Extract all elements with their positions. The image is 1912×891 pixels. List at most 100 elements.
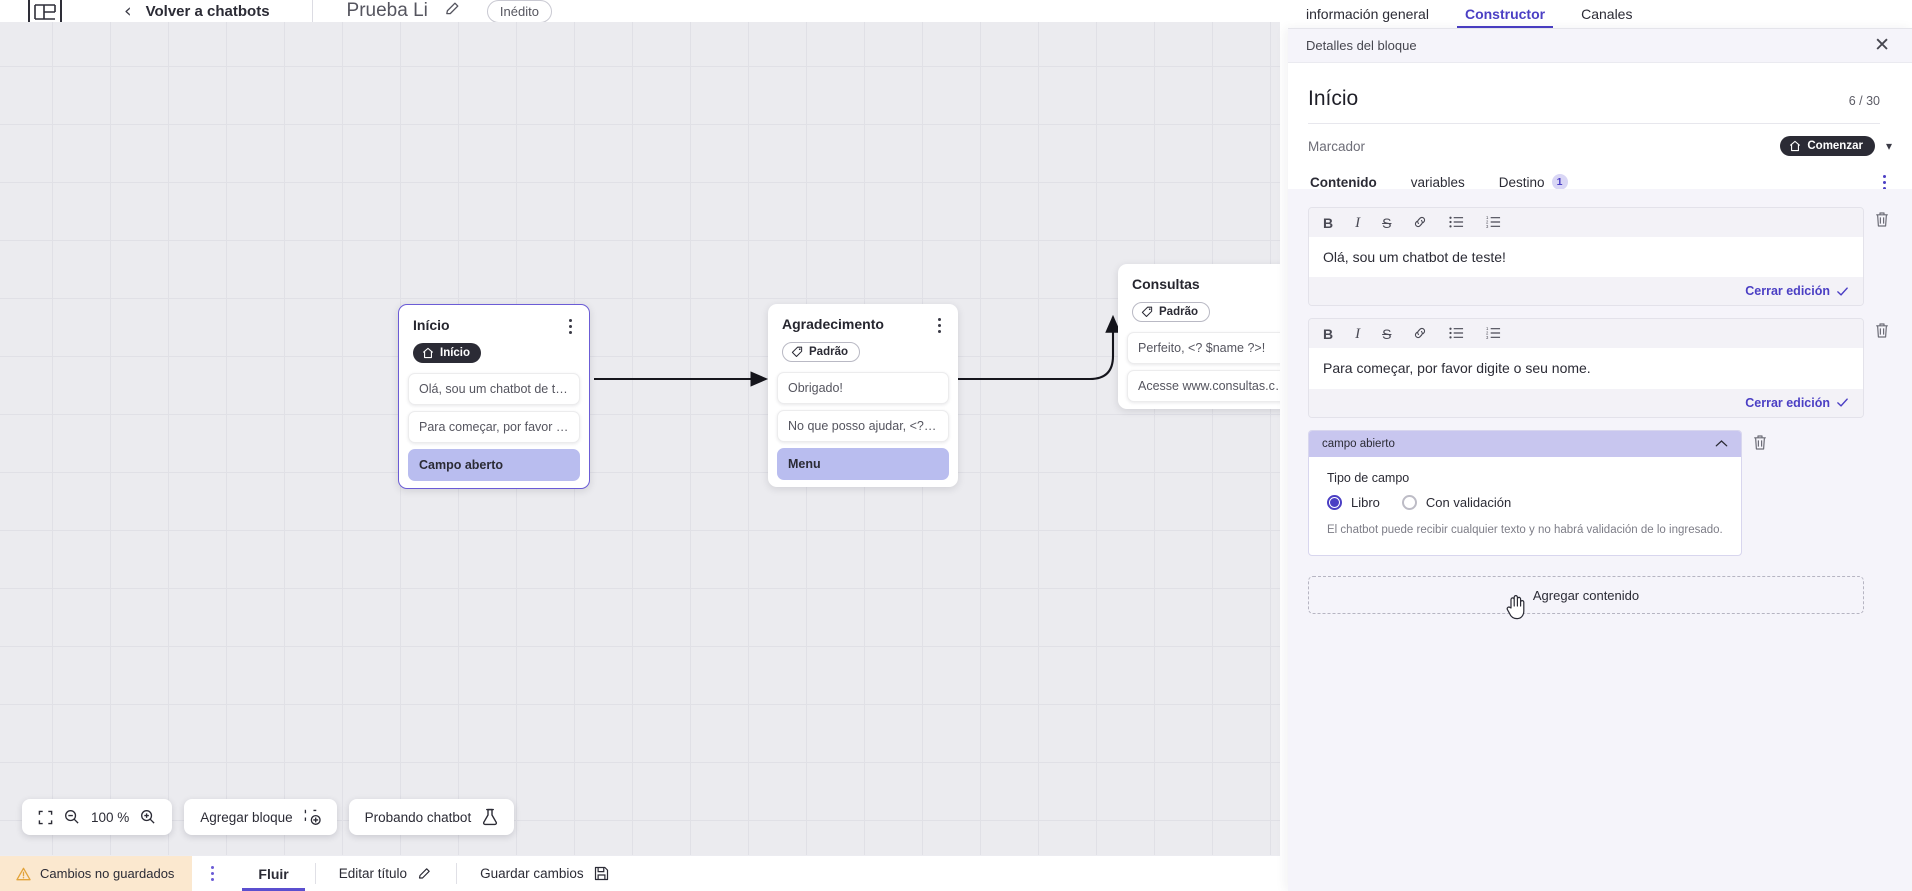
flow-node-agradecimento[interactable]: Agradecimento Padrão Obrigado! No que po… [768,304,958,487]
tab-destino[interactable]: Destino 1 [1497,174,1584,197]
home-icon [422,347,434,359]
editor-text[interactable]: Olá, sou um chatbot de teste! [1309,237,1863,278]
close-edit-button[interactable]: Cerrar edición [1745,284,1849,298]
pointer-hand-cursor [1505,594,1527,623]
node-message[interactable]: No que posso ajudar, <? $name ... [777,410,949,442]
strikethrough-icon[interactable]: S [1382,215,1392,231]
link-icon[interactable] [1413,215,1427,231]
bullet-list-icon[interactable] [1449,326,1464,342]
add-block-button[interactable]: Agregar bloque [184,799,337,835]
test-chatbot-button[interactable]: Probando chatbot [348,799,515,835]
back-chevron-icon[interactable]: ‹ [124,0,132,22]
node-message[interactable]: Obrigado! [777,372,949,404]
tag-icon [1141,306,1153,317]
edit-title-button[interactable]: Editar título [314,856,456,891]
add-block-icon [304,809,321,825]
open-field-card: campo abierto Tipo de campo Libro [1308,429,1742,557]
zoom-controls[interactable]: 100 % [22,799,173,835]
tab-variables-label: variables [1410,175,1465,190]
save-changes-button[interactable]: Guardar cambios [456,856,633,891]
test-chatbot-label: Probando chatbot [364,809,472,825]
close-icon[interactable]: ✕ [1874,34,1890,56]
radio-dot [1401,494,1417,510]
svg-text:1: 1 [1486,326,1489,331]
italic-icon[interactable]: I [1355,214,1361,231]
page-title: Prueba Li [346,0,428,21]
marker-label: Marcador [1308,138,1366,154]
tab-fluir[interactable]: Fluir [232,856,314,891]
block-details-panel: información general Constructor Canales … [1280,0,1912,891]
pencil-icon [418,868,430,879]
node-message[interactable]: Perfeito, <? $name ?>! [1127,332,1299,364]
marker-row: Marcador Comenzar ▾ [1288,124,1912,156]
svg-text:2: 2 [1486,331,1489,336]
node-menu-icon[interactable] [932,316,946,333]
close-edit-label: Cerrar edición [1745,284,1830,299]
radio-libro[interactable]: Libro [1327,494,1380,510]
add-content-button[interactable]: Agregar contenido [1308,576,1864,620]
node-tag-label: Padrão [1159,306,1198,318]
status-badge: Inédito [486,0,552,22]
radio-dot [1327,494,1342,510]
chevron-down-icon[interactable]: ▾ [1885,139,1892,153]
tab-canales[interactable]: Canales [1581,6,1633,22]
zoom-out-icon[interactable] [64,809,80,825]
back-to-chatbots-link[interactable]: Volver a chatbots [145,2,270,20]
node-tag-row: Padrão [1118,293,1308,327]
link-icon[interactable] [1413,326,1427,342]
panel-divider [1308,123,1880,124]
close-edit-button[interactable]: Cerrar edición [1745,396,1849,410]
strikethrough-icon[interactable]: S [1382,326,1392,343]
radio-con-validacion[interactable]: Con validación [1401,494,1511,510]
marker-chip[interactable]: Comenzar [1780,136,1875,156]
node-tag-row: Início [399,334,589,368]
node-menu-icon[interactable] [563,317,577,334]
svg-text:3: 3 [1486,335,1489,340]
open-field-header[interactable]: campo abierto [1309,430,1741,457]
bold-icon[interactable]: B [1323,326,1334,343]
flow-node-inicio[interactable]: Início Início Olá, sou um chatbot de tes… [398,304,590,489]
node-message[interactable]: Acesse www.consultas.com par... [1127,370,1299,402]
block-title: Início [1308,87,1359,110]
marker-control[interactable]: Comenzar ▾ [1780,136,1892,156]
node-message-selected[interactable]: Menu [777,448,949,480]
tab-constructor[interactable]: Constructor [1447,6,1563,28]
save-disk-icon [594,866,608,881]
app-logo[interactable] [28,0,62,22]
check-icon [1837,398,1848,407]
editor-text[interactable]: Para começar, por favor digite o seu nom… [1309,348,1863,389]
node-message-selected[interactable]: Campo aberto [408,449,580,481]
panel-more-icon[interactable] [1883,175,1886,190]
trash-icon[interactable] [1874,318,1890,344]
tab-informacion-general[interactable]: información general [1306,6,1429,22]
node-message[interactable]: Para começar, por favor digite o ... [408,411,580,443]
pencil-icon[interactable] [444,0,461,22]
chevron-up-icon[interactable] [1715,439,1728,448]
bold-icon[interactable]: B [1323,215,1334,231]
tab-variables[interactable]: variables [1409,175,1481,197]
zoom-in-icon[interactable] [140,809,156,825]
zoom-level: 100 % [91,809,130,825]
status-more-icon[interactable] [192,856,232,891]
bullet-list-icon[interactable] [1449,215,1464,231]
flow-node-consultas[interactable]: Consultas Padrão Perfeito, <? $name ?>! … [1118,264,1308,409]
trash-icon[interactable] [1752,430,1768,456]
node-header: Início [399,305,589,334]
node-title: Consultas [1132,276,1200,292]
tag-icon [791,346,803,357]
check-icon [1837,287,1848,296]
trash-icon[interactable] [1874,207,1890,233]
svg-text:1: 1 [1486,215,1489,220]
fit-screen-icon[interactable] [38,810,53,825]
add-content-label: Agregar contenido [1532,587,1640,603]
node-message[interactable]: Olá, sou um chatbot de teste! [408,373,580,405]
editor-footer: Cerrar edición [1309,388,1863,417]
italic-icon[interactable]: I [1355,325,1361,342]
